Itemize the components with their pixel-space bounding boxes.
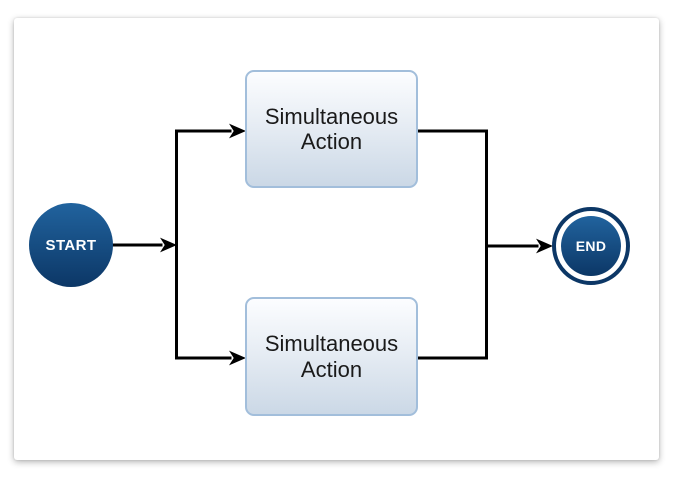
action-node-bottom-label: Simultaneous Action	[264, 331, 399, 382]
end-node-label: END	[575, 238, 607, 254]
action-node-bottom[interactable]: Simultaneous Action	[245, 297, 418, 416]
start-node-label: START	[45, 236, 97, 254]
end-node[interactable]: END	[552, 207, 630, 285]
end-node-inner-circle: END	[561, 216, 621, 276]
action-node-top-label: Simultaneous Action	[264, 103, 399, 154]
start-node[interactable]: START	[29, 203, 113, 287]
diagram-page: START Simultaneous Action Simultaneous A…	[14, 18, 659, 460]
connector-lines	[111, 123, 553, 366]
action-node-top[interactable]: Simultaneous Action	[245, 70, 418, 188]
